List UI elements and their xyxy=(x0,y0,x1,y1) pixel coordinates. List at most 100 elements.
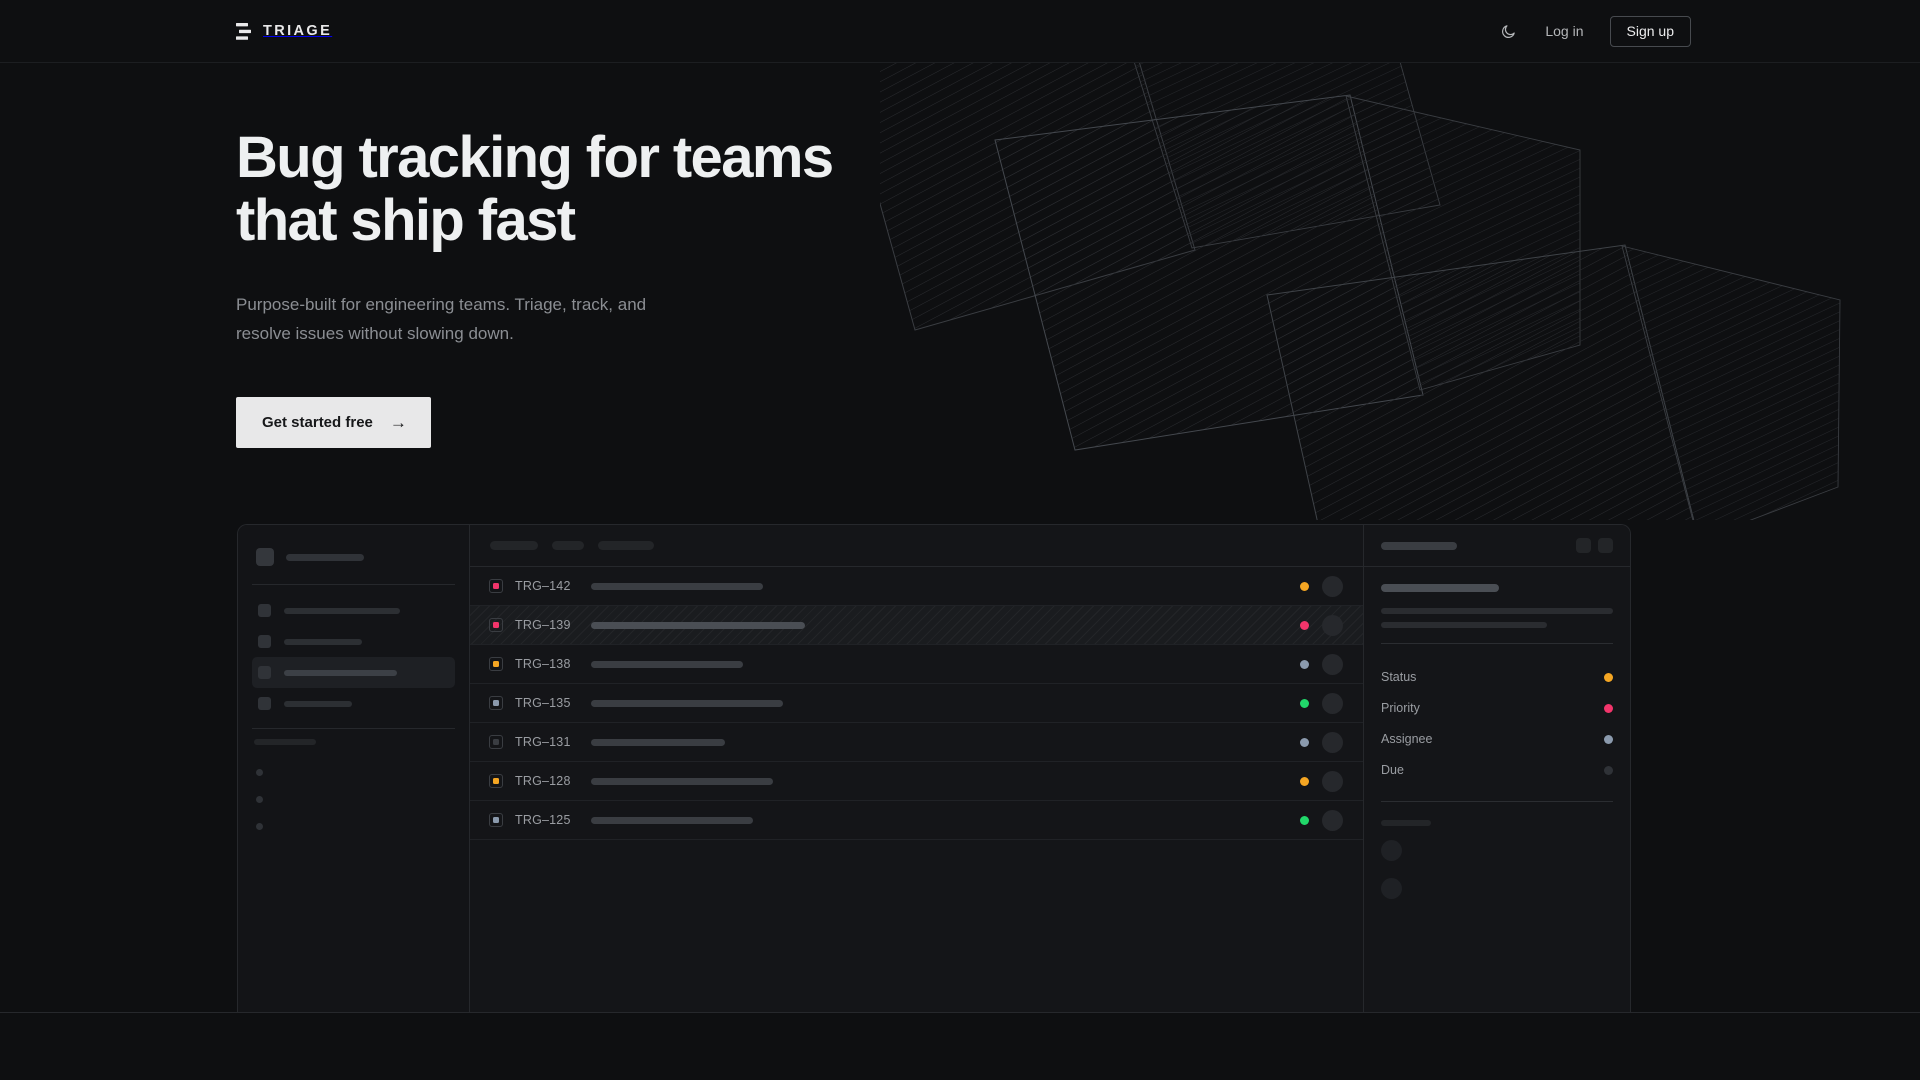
issue-title-placeholder xyxy=(591,582,763,590)
priority-indicator xyxy=(489,735,503,749)
issue-title-placeholder xyxy=(591,777,773,785)
sidebar-mini-item-1[interactable] xyxy=(252,759,455,786)
issue-row[interactable]: TRG–139 xyxy=(470,606,1363,645)
detail-action-button-2[interactable] xyxy=(1598,538,1613,553)
detail-field-label: Due xyxy=(1381,763,1404,777)
priority-indicator xyxy=(489,813,503,827)
sidebar-nav-item-1[interactable] xyxy=(252,595,455,626)
brand-name: TRIAGE xyxy=(263,23,333,39)
status-dot xyxy=(1300,581,1309,591)
issue-title-placeholder xyxy=(591,816,753,824)
mockup-sidebar xyxy=(238,525,470,1012)
hero-subtitle-line-1: Purpose-built for engineering teams. Tri… xyxy=(236,295,647,315)
detail-field-assignee[interactable]: Assignee xyxy=(1381,724,1613,755)
assignee-avatar xyxy=(1322,614,1343,636)
hero-subtitle-line-2: resolve issues without slowing down. xyxy=(236,323,514,343)
status-dot xyxy=(1300,659,1309,669)
sidebar-nav-label-placeholder xyxy=(284,669,397,676)
detail-field-priority[interactable]: Priority xyxy=(1381,693,1613,724)
issue-list-toolbar xyxy=(470,525,1363,567)
issue-row-meta xyxy=(1300,653,1343,675)
detail-field-due[interactable]: Due xyxy=(1381,755,1613,786)
issue-row[interactable]: TRG–128 xyxy=(470,762,1363,801)
signup-button[interactable]: Sign up xyxy=(1609,15,1691,47)
issue-row[interactable]: TRG–135 xyxy=(470,684,1363,723)
sidebar-nav-item-4[interactable] xyxy=(252,688,455,719)
below-fold-area xyxy=(0,1013,1920,1080)
detail-field-value-dot xyxy=(1604,703,1613,713)
get-started-label: Get started free xyxy=(262,413,373,431)
sidebar-nav-icon xyxy=(258,604,271,617)
issue-row[interactable]: TRG–125 xyxy=(470,801,1363,840)
get-started-button[interactable]: Get started free → xyxy=(236,396,431,448)
detail-action-button-1[interactable] xyxy=(1576,538,1591,553)
toolbar-control-2[interactable] xyxy=(552,541,584,550)
sidebar-divider-bottom xyxy=(252,728,455,729)
issue-row-meta xyxy=(1300,575,1343,597)
status-dot xyxy=(1300,737,1309,747)
detail-divider xyxy=(1381,643,1613,644)
stacked-bars-icon xyxy=(236,22,251,40)
toolbar-control-1[interactable] xyxy=(490,541,538,550)
sidebar-nav-item-3[interactable] xyxy=(252,657,455,688)
issue-id: TRG–125 xyxy=(515,813,571,827)
brand-logo[interactable]: TRIAGE xyxy=(236,22,333,40)
issue-row[interactable]: TRG–131 xyxy=(470,723,1363,762)
assignee-avatar xyxy=(1322,575,1343,597)
login-link[interactable]: Log in xyxy=(1545,23,1584,39)
sidebar-nav-icon xyxy=(258,666,271,679)
workspace-switcher[interactable] xyxy=(252,539,455,575)
status-dot xyxy=(1300,620,1309,630)
detail-field-label: Status xyxy=(1381,670,1417,684)
issue-row-meta xyxy=(1300,614,1343,636)
top-navigation-bar: TRIAGE Log in Sign up xyxy=(0,0,1920,63)
assignee-avatar xyxy=(1322,731,1343,753)
issue-title-placeholder xyxy=(591,699,783,707)
detail-header-actions xyxy=(1576,538,1613,553)
detail-description-placeholder xyxy=(1381,608,1613,628)
detail-description-line-2 xyxy=(1381,622,1547,628)
comment-avatar-1 xyxy=(1381,840,1402,861)
issue-row[interactable]: TRG–138 xyxy=(470,645,1363,684)
sidebar-mini-dot xyxy=(256,796,263,803)
detail-field-status[interactable]: Status xyxy=(1381,662,1613,693)
detail-field-value-dot xyxy=(1604,672,1613,682)
detail-field-label: Priority xyxy=(1381,701,1420,715)
issue-row-meta xyxy=(1300,692,1343,714)
hero-section: Bug tracking for teams that ship fast Pu… xyxy=(0,63,1920,448)
sidebar-mini-item-3[interactable] xyxy=(252,813,455,840)
status-dot xyxy=(1300,698,1309,708)
status-dot xyxy=(1300,815,1309,825)
priority-indicator xyxy=(489,618,503,632)
sidebar-mini-item-2[interactable] xyxy=(252,786,455,813)
detail-activity-label xyxy=(1381,820,1431,826)
issue-title-placeholder xyxy=(591,660,743,668)
detail-field-label: Assignee xyxy=(1381,732,1433,746)
sidebar-section-label xyxy=(254,739,316,745)
sidebar-nav-label-placeholder xyxy=(284,638,362,645)
sidebar-mini-dot xyxy=(256,769,263,776)
priority-indicator xyxy=(489,696,503,710)
issue-row[interactable]: TRG–142 xyxy=(470,567,1363,606)
assignee-avatar xyxy=(1322,653,1343,675)
detail-description-line-1 xyxy=(1381,608,1613,614)
issue-title-placeholder xyxy=(591,738,725,746)
toolbar-control-3[interactable] xyxy=(598,541,654,550)
sidebar-nav-label-placeholder xyxy=(284,700,352,707)
issue-row-meta xyxy=(1300,809,1343,831)
sidebar-mini-dot xyxy=(256,823,263,830)
theme-toggle-button[interactable] xyxy=(1497,20,1519,42)
hero-title-line-1: Bug tracking for teams xyxy=(236,125,834,190)
issue-id: TRG–138 xyxy=(515,657,571,671)
workspace-name-placeholder xyxy=(286,553,364,561)
detail-comment-avatars xyxy=(1381,840,1613,899)
sidebar-nav-item-2[interactable] xyxy=(252,626,455,657)
detail-divider-2 xyxy=(1381,801,1613,802)
issue-row-meta xyxy=(1300,770,1343,792)
detail-title-placeholder xyxy=(1381,541,1457,550)
issue-row-meta xyxy=(1300,731,1343,753)
